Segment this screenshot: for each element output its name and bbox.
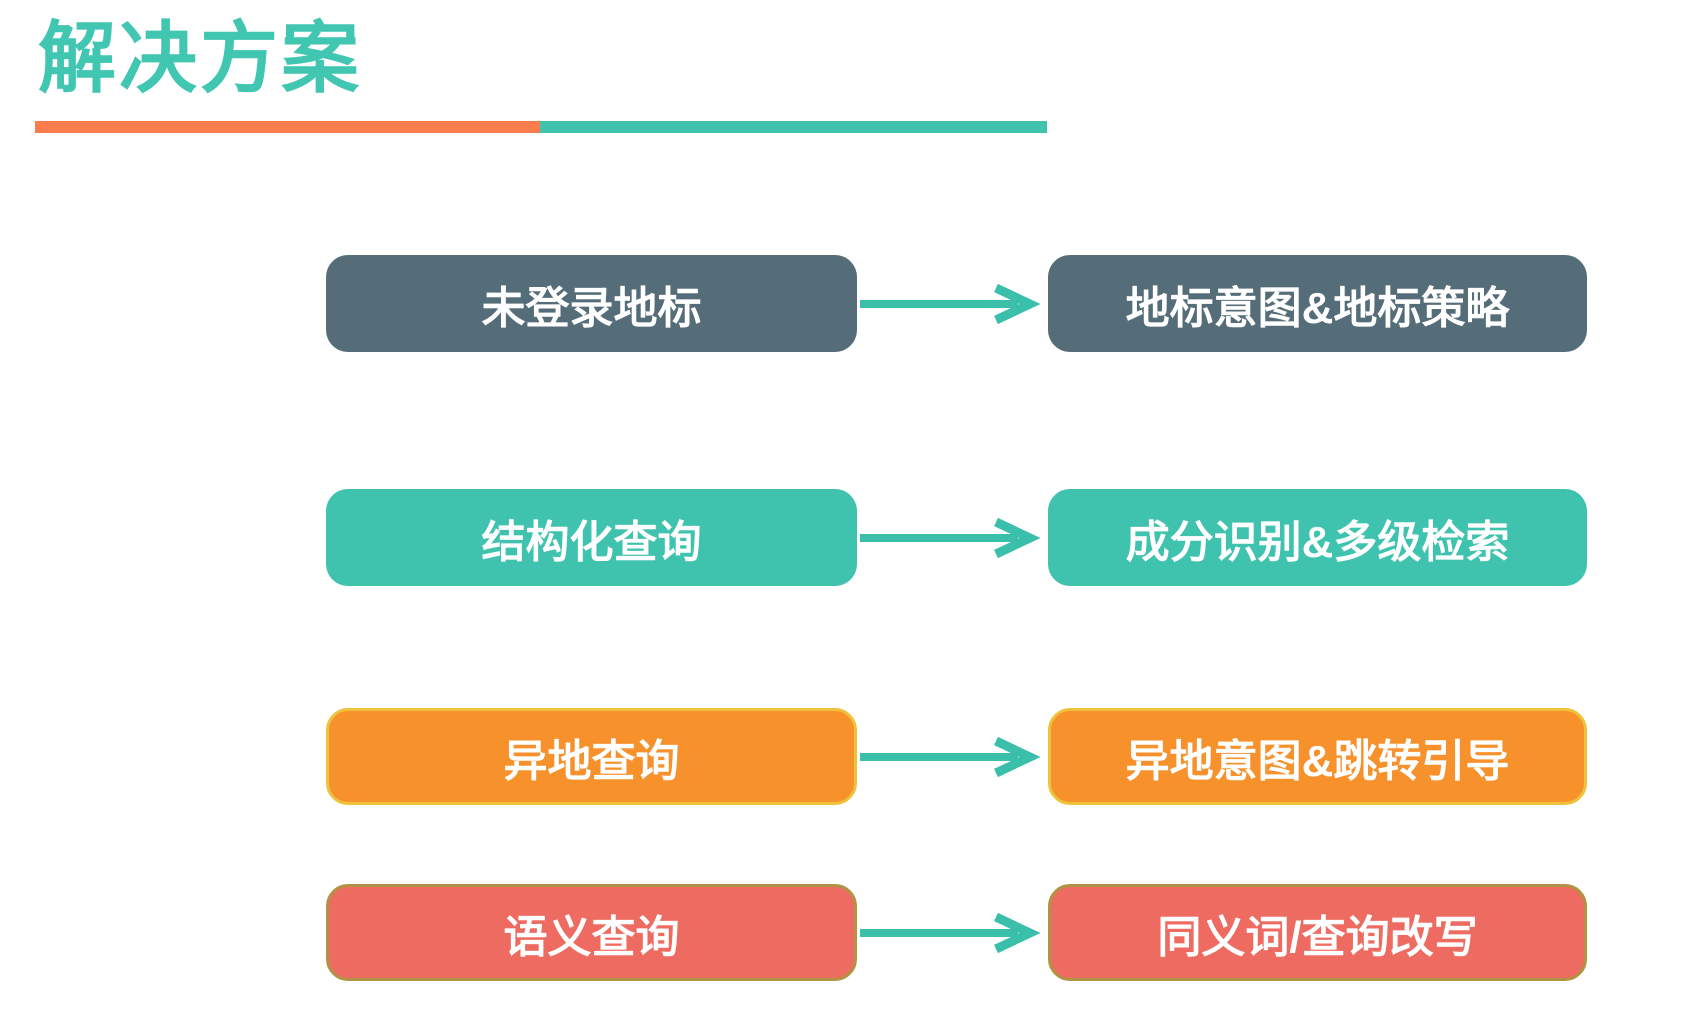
arrow-right-icon	[860, 517, 1041, 558]
node-landmark-intent-strategy: 地标意图&地标策略	[1048, 255, 1587, 352]
arrow-right-icon	[860, 912, 1041, 953]
title-underline-teal-segment	[540, 121, 1047, 133]
title-underline-orange-segment	[35, 121, 540, 133]
node-unlogged-landmark: 未登录地标	[326, 255, 857, 352]
node-structured-query: 结构化查询	[326, 489, 857, 586]
flow-row-landmark: 未登录地标 地标意图&地标策略	[0, 255, 1694, 352]
node-synonym-query-rewrite: 同义词/查询改写	[1048, 884, 1587, 981]
flow-row-remote-query: 异地查询 异地意图&跳转引导	[0, 708, 1694, 805]
arrow-right-icon	[860, 283, 1041, 324]
page-title: 解决方案	[38, 14, 363, 102]
node-component-recognition-multilevel-retrieval: 成分识别&多级检索	[1048, 489, 1587, 586]
flow-row-semantic-query: 语义查询 同义词/查询改写	[0, 884, 1694, 981]
node-remote-intent-jump-guide: 异地意图&跳转引导	[1048, 708, 1587, 805]
node-semantic-query: 语义查询	[326, 884, 857, 981]
flow-row-structured-query: 结构化查询 成分识别&多级检索	[0, 489, 1694, 586]
title-underline	[35, 121, 1047, 133]
node-remote-query: 异地查询	[326, 708, 857, 805]
arrow-right-icon	[860, 736, 1041, 777]
